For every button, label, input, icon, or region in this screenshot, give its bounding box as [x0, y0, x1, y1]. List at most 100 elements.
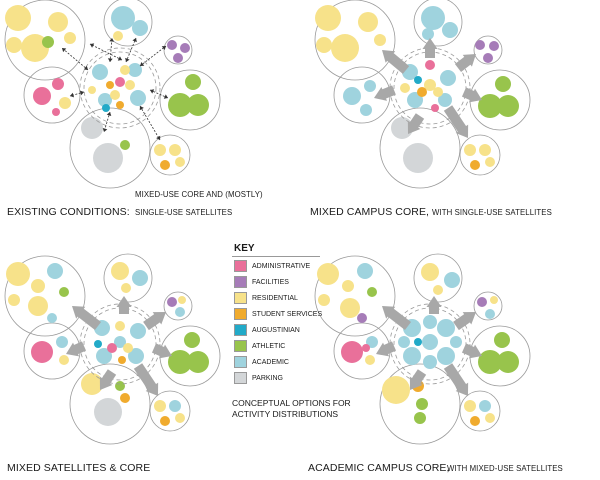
arrow-head: [455, 382, 469, 396]
use-circle: [113, 31, 123, 41]
mixed-core-caption-sub: WITH SINGLE-USE SATELLITES: [432, 208, 552, 217]
use-circle: [6, 37, 22, 53]
use-circle: [489, 41, 499, 51]
use-circle: [154, 400, 166, 412]
use-circle: [64, 32, 76, 44]
use-circle: [175, 307, 185, 317]
satellite-ring: [473, 291, 503, 321]
use-circle: [121, 283, 131, 293]
satellite-ring: [379, 107, 461, 189]
use-circle: [437, 347, 455, 365]
key-swatch: [234, 356, 247, 368]
arrow-head: [139, 106, 144, 111]
satellite-ring: [23, 66, 81, 124]
panel-mixed-campus-core: [314, 0, 531, 189]
mixed-satellites-caption: MIXED SATELLITES & CORE: [7, 462, 151, 474]
arrow-head: [99, 376, 113, 390]
options-line-2: ACTIVITY DISTRIBUTIONS: [232, 409, 339, 419]
use-circle: [341, 341, 363, 363]
use-circle: [59, 97, 71, 109]
use-circle: [94, 398, 122, 426]
flow-arrow: [381, 85, 396, 99]
use-circle: [398, 336, 410, 348]
arrow-head: [70, 92, 75, 98]
use-circle: [187, 94, 209, 116]
use-circle: [185, 74, 201, 90]
use-circle: [417, 87, 427, 97]
use-circle: [48, 12, 68, 32]
core-dashed-ring: [389, 47, 471, 129]
arrow-head: [79, 90, 84, 96]
flow-arrow: [386, 52, 410, 74]
arrow-head: [422, 38, 438, 49]
existing-caption-sub-2: SINGLE-USE SATELLITES: [135, 208, 233, 217]
arrow-head: [140, 61, 145, 66]
flow-arrow: [454, 56, 472, 72]
dashed-connector: [89, 43, 123, 61]
use-circle: [423, 315, 437, 329]
use-circle: [425, 60, 435, 70]
use-circle: [357, 263, 373, 279]
use-circle: [421, 263, 439, 281]
use-circle: [400, 83, 410, 93]
use-circle: [93, 143, 123, 173]
dashed-connector: [139, 45, 167, 67]
key-swatch: [234, 340, 247, 352]
use-circle: [111, 262, 129, 280]
use-circle: [154, 144, 166, 156]
arrow-head: [462, 312, 476, 325]
use-circle: [464, 400, 476, 412]
core-dashed-ring: [83, 51, 157, 125]
use-circle: [470, 416, 480, 426]
use-circle: [59, 355, 69, 365]
use-circle: [475, 40, 485, 50]
use-circle: [120, 65, 130, 75]
use-circle: [92, 64, 108, 80]
satellite-ring: [69, 363, 151, 445]
arrow-head: [455, 124, 469, 138]
dashed-connector: [109, 37, 113, 63]
flow-arrow: [101, 369, 117, 385]
flow-arrow: [151, 343, 165, 357]
arrow-head: [426, 296, 442, 307]
use-circle: [318, 294, 330, 306]
use-circle: [470, 160, 480, 170]
key-swatch: [234, 260, 247, 272]
key-item: ACADEMIC: [234, 356, 289, 368]
use-circle: [102, 104, 110, 112]
arrow-head: [109, 38, 115, 42]
use-circle: [120, 140, 130, 150]
use-circle: [485, 413, 495, 423]
use-circle: [358, 12, 378, 32]
existing-caption-label: EXISTING CONDITIONS:: [7, 206, 130, 218]
use-circle: [315, 5, 341, 31]
arrow-head: [66, 342, 80, 357]
use-circle: [422, 28, 434, 40]
use-circle: [160, 160, 170, 170]
panel-academic-campus-core: [314, 253, 531, 445]
conceptual-options-text: CONCEPTUAL OPTIONS FOR ACTIVITY DISTRIBU…: [232, 398, 351, 420]
dashed-connector: [125, 37, 137, 63]
use-circle: [118, 356, 126, 364]
key-label: ATHLETIC: [252, 342, 286, 350]
flow-arrow: [411, 369, 427, 385]
use-circle: [47, 313, 57, 323]
arrow-head: [125, 57, 130, 62]
use-circle: [106, 81, 114, 89]
arrow-head: [409, 376, 423, 390]
flow-arrow: [133, 363, 157, 391]
use-circle: [123, 343, 133, 353]
arrow-head: [382, 50, 396, 63]
key-label: STUDENT SERVICES: [252, 310, 323, 318]
core-dashed-ring: [79, 303, 161, 385]
use-circle: [483, 53, 493, 63]
use-circle: [8, 294, 20, 306]
dashed-connector: [61, 47, 89, 71]
arrow-head: [374, 86, 387, 101]
satellite-ring: [314, 255, 396, 337]
key-item: RESIDENTIAL: [234, 292, 298, 304]
use-circle: [382, 376, 410, 404]
use-circle: [444, 272, 460, 288]
use-circle: [478, 94, 502, 118]
use-circle: [414, 338, 422, 346]
